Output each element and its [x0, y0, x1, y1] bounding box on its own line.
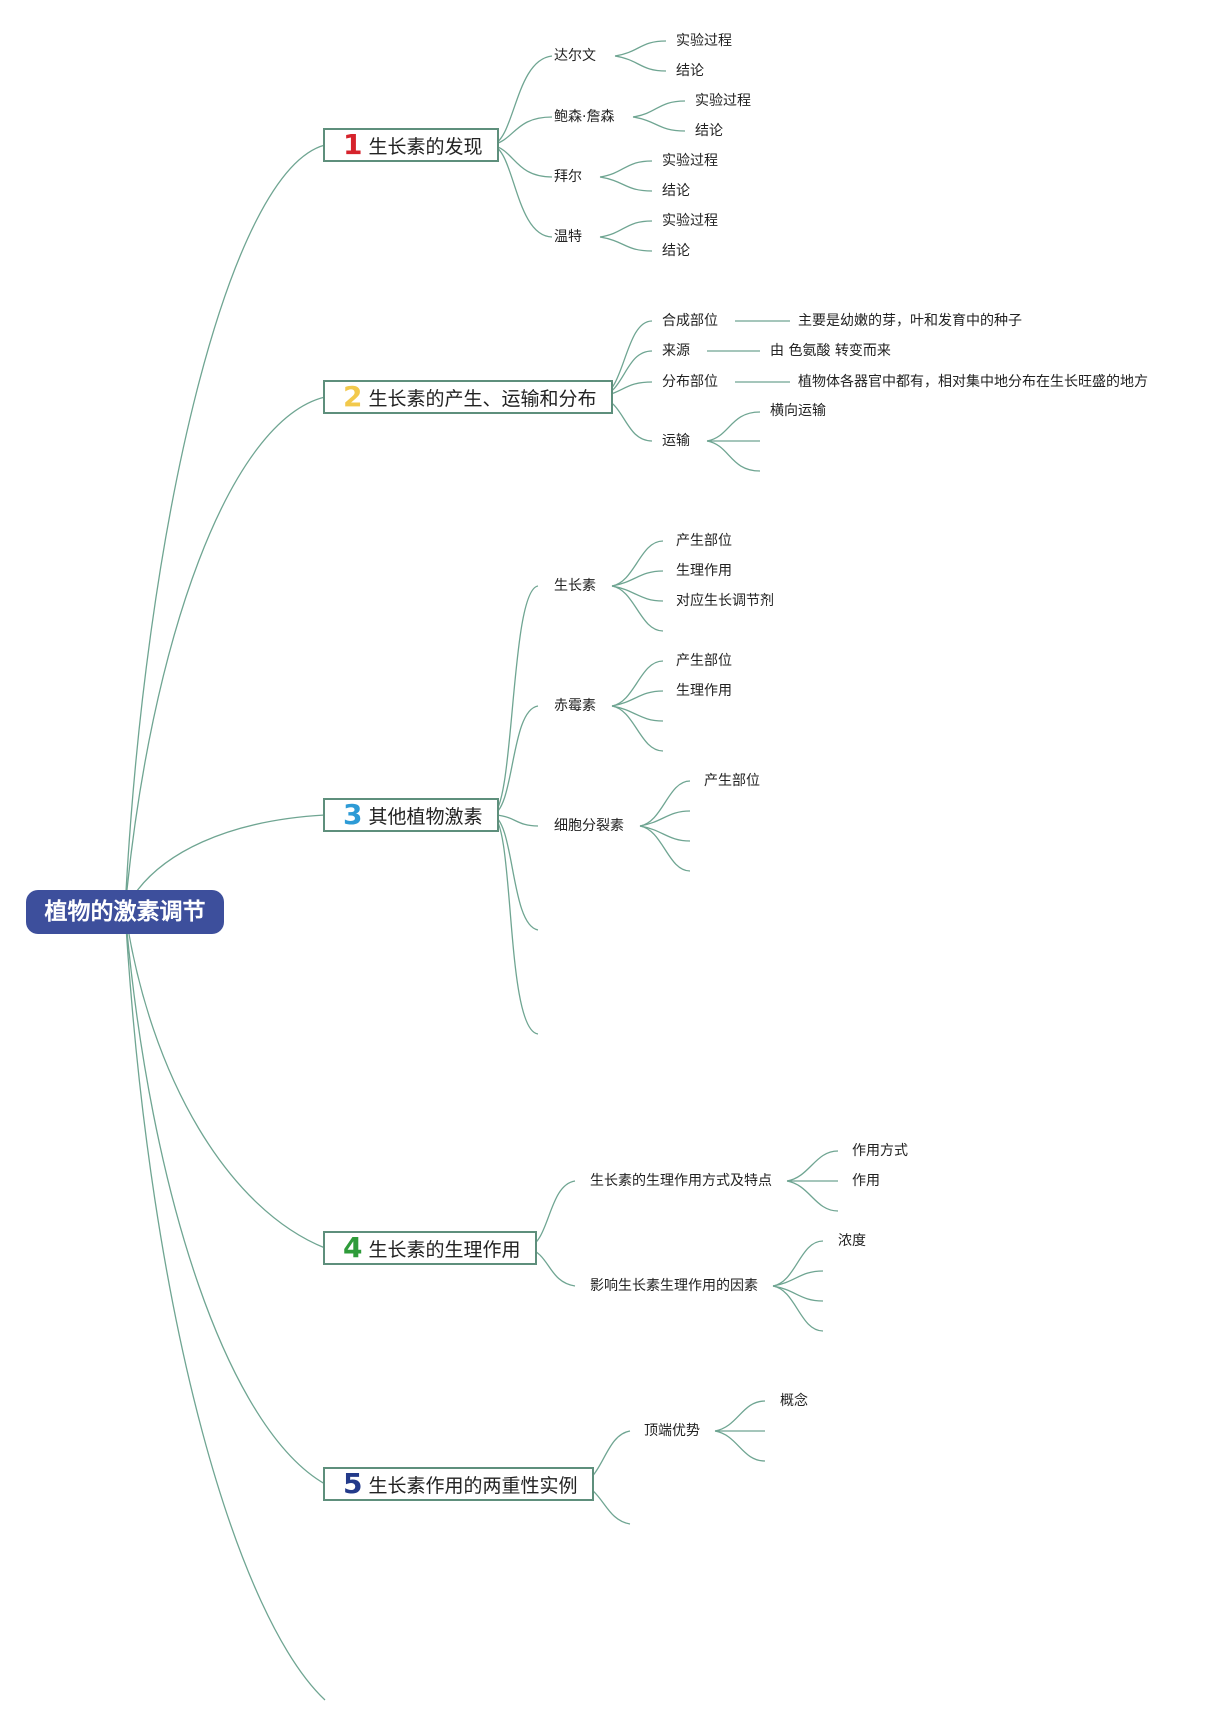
leaf-concentration[interactable]: 浓度 [838, 1233, 866, 1249]
subtopic-went[interactable]: 温特 [554, 229, 582, 245]
leaf-boysen-process[interactable]: 实验过程 [695, 93, 751, 109]
leaf-concept[interactable]: 概念 [780, 1393, 808, 1409]
subtopic-apical-dominance[interactable]: 顶端优势 [644, 1423, 700, 1439]
subtopic-synthesis-site[interactable]: 合成部位 [662, 313, 718, 329]
branch-2-topic[interactable]: 2 生长素的产生、运输和分布 [323, 380, 613, 414]
branch-3-title: 其他植物激素 [368, 805, 483, 828]
subtopic-gibberellin[interactable]: 赤霉素 [554, 698, 596, 714]
subtopic-influencing-factors[interactable]: 影响生长素生理作用的因素 [590, 1278, 758, 1294]
branch-2-number: 2 [343, 380, 363, 413]
leaf-lateral-transport[interactable]: 横向运输 [770, 403, 826, 419]
leaf-paal-process[interactable]: 实验过程 [662, 153, 718, 169]
leaf-gibberellin-function[interactable]: 生理作用 [676, 683, 732, 699]
detail-distribution[interactable]: 植物体各器官中都有，相对集中地分布在生长旺盛的地方 [798, 374, 1148, 390]
root-topic[interactable]: 植物的激素调节 [26, 890, 224, 934]
subtopic-boysen-jensen[interactable]: 鲍森·詹森 [554, 109, 615, 125]
branch-4-title: 生长素的生理作用 [368, 1238, 521, 1261]
leaf-darwin-conclusion[interactable]: 结论 [676, 63, 704, 79]
branch-4-number: 4 [343, 1231, 363, 1264]
leaf-went-process[interactable]: 实验过程 [662, 213, 718, 229]
leaf-auxin-function[interactable]: 生理作用 [676, 563, 732, 579]
branch-1-title: 生长素的发现 [368, 135, 483, 158]
subtopic-transport[interactable]: 运输 [662, 433, 690, 449]
leaf-auxin-regulator[interactable]: 对应生长调节剂 [676, 593, 774, 609]
subtopic-paal[interactable]: 拜尔 [554, 169, 582, 185]
leaf-effect[interactable]: 作用 [852, 1173, 880, 1189]
leaf-darwin-process[interactable]: 实验过程 [676, 33, 732, 49]
subtopic-source[interactable]: 来源 [662, 343, 690, 359]
branch-5-title: 生长素作用的两重性实例 [368, 1474, 578, 1497]
subtopic-cytokinin[interactable]: 细胞分裂素 [554, 818, 624, 834]
leaf-went-conclusion[interactable]: 结论 [662, 243, 690, 259]
subtopic-mode-features[interactable]: 生长素的生理作用方式及特点 [590, 1173, 772, 1189]
subtopic-auxin[interactable]: 生长素 [554, 578, 596, 594]
leaf-auxin-site[interactable]: 产生部位 [676, 533, 732, 549]
leaf-paal-conclusion[interactable]: 结论 [662, 183, 690, 199]
subtopic-distribution[interactable]: 分布部位 [662, 374, 718, 390]
branch-4-topic[interactable]: 4 生长素的生理作用 [323, 1231, 537, 1265]
detail-synthesis-site[interactable]: 主要是幼嫩的芽，叶和发育中的种子 [798, 313, 1022, 329]
leaf-boysen-conclusion[interactable]: 结论 [695, 123, 723, 139]
branch-1-number: 1 [343, 128, 363, 161]
branch-1-topic[interactable]: 1 生长素的发现 [323, 128, 499, 162]
detail-source[interactable]: 由 色氨酸 转变而来 [770, 343, 891, 359]
leaf-mode[interactable]: 作用方式 [852, 1143, 908, 1159]
branch-3-number: 3 [343, 798, 363, 831]
leaf-cytokinin-site[interactable]: 产生部位 [704, 773, 760, 789]
branch-5-number: 5 [343, 1467, 363, 1500]
leaf-gibberellin-site[interactable]: 产生部位 [676, 653, 732, 669]
branch-3-topic[interactable]: 3 其他植物激素 [323, 798, 499, 832]
subtopic-darwin[interactable]: 达尔文 [554, 48, 596, 64]
branch-5-topic[interactable]: 5 生长素作用的两重性实例 [323, 1467, 594, 1501]
branch-2-title: 生长素的产生、运输和分布 [368, 387, 597, 410]
